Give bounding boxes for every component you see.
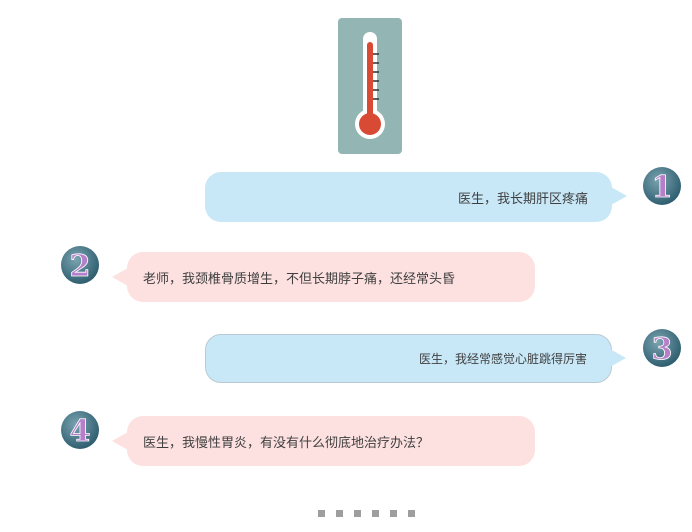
chat-bubble-1: 医生，我长期肝区疼痛	[205, 172, 627, 222]
thermometer-icon	[338, 18, 402, 154]
chat-bubble-4: 医生，我慢性胃炎，有没有什么彻底地治疗办法？	[112, 416, 535, 466]
number-badge-3: 3	[642, 328, 682, 368]
badge-number: 4	[70, 414, 91, 449]
page-dot[interactable]	[372, 510, 379, 517]
message-text: 医生，我经常感觉心脏跳得厉害	[418, 352, 587, 366]
bubble-tail	[112, 268, 128, 286]
page-dot[interactable]	[318, 510, 325, 517]
bubble-tail	[611, 187, 627, 205]
bubble-tail	[610, 349, 626, 367]
badge-number: 3	[652, 332, 673, 367]
badge-number: 1	[652, 170, 673, 205]
number-badge-2: 2	[60, 245, 100, 285]
page-dot[interactable]	[354, 510, 361, 517]
bubble-tail	[112, 432, 128, 450]
message-text: 医生，我慢性胃炎，有没有什么彻底地治疗办法？	[143, 435, 430, 451]
page-dot[interactable]	[390, 510, 397, 517]
message-text: 医生，我长期肝区疼痛	[457, 191, 588, 207]
badge-number: 2	[70, 249, 91, 284]
chat-bubble-3: 医生，我经常感觉心脏跳得厉害	[205, 334, 626, 383]
page-dot[interactable]	[408, 510, 415, 517]
chat-bubble-2: 老师，我颈椎骨质增生，不但长期脖子痛，还经常头昏	[112, 252, 535, 302]
pagination-dots	[318, 510, 415, 517]
number-badge-4: 4	[60, 410, 100, 450]
page-dot[interactable]	[336, 510, 343, 517]
message-text: 老师，我颈椎骨质增生，不但长期脖子痛，还经常头昏	[143, 271, 456, 287]
number-badge-1: 1	[642, 166, 682, 206]
